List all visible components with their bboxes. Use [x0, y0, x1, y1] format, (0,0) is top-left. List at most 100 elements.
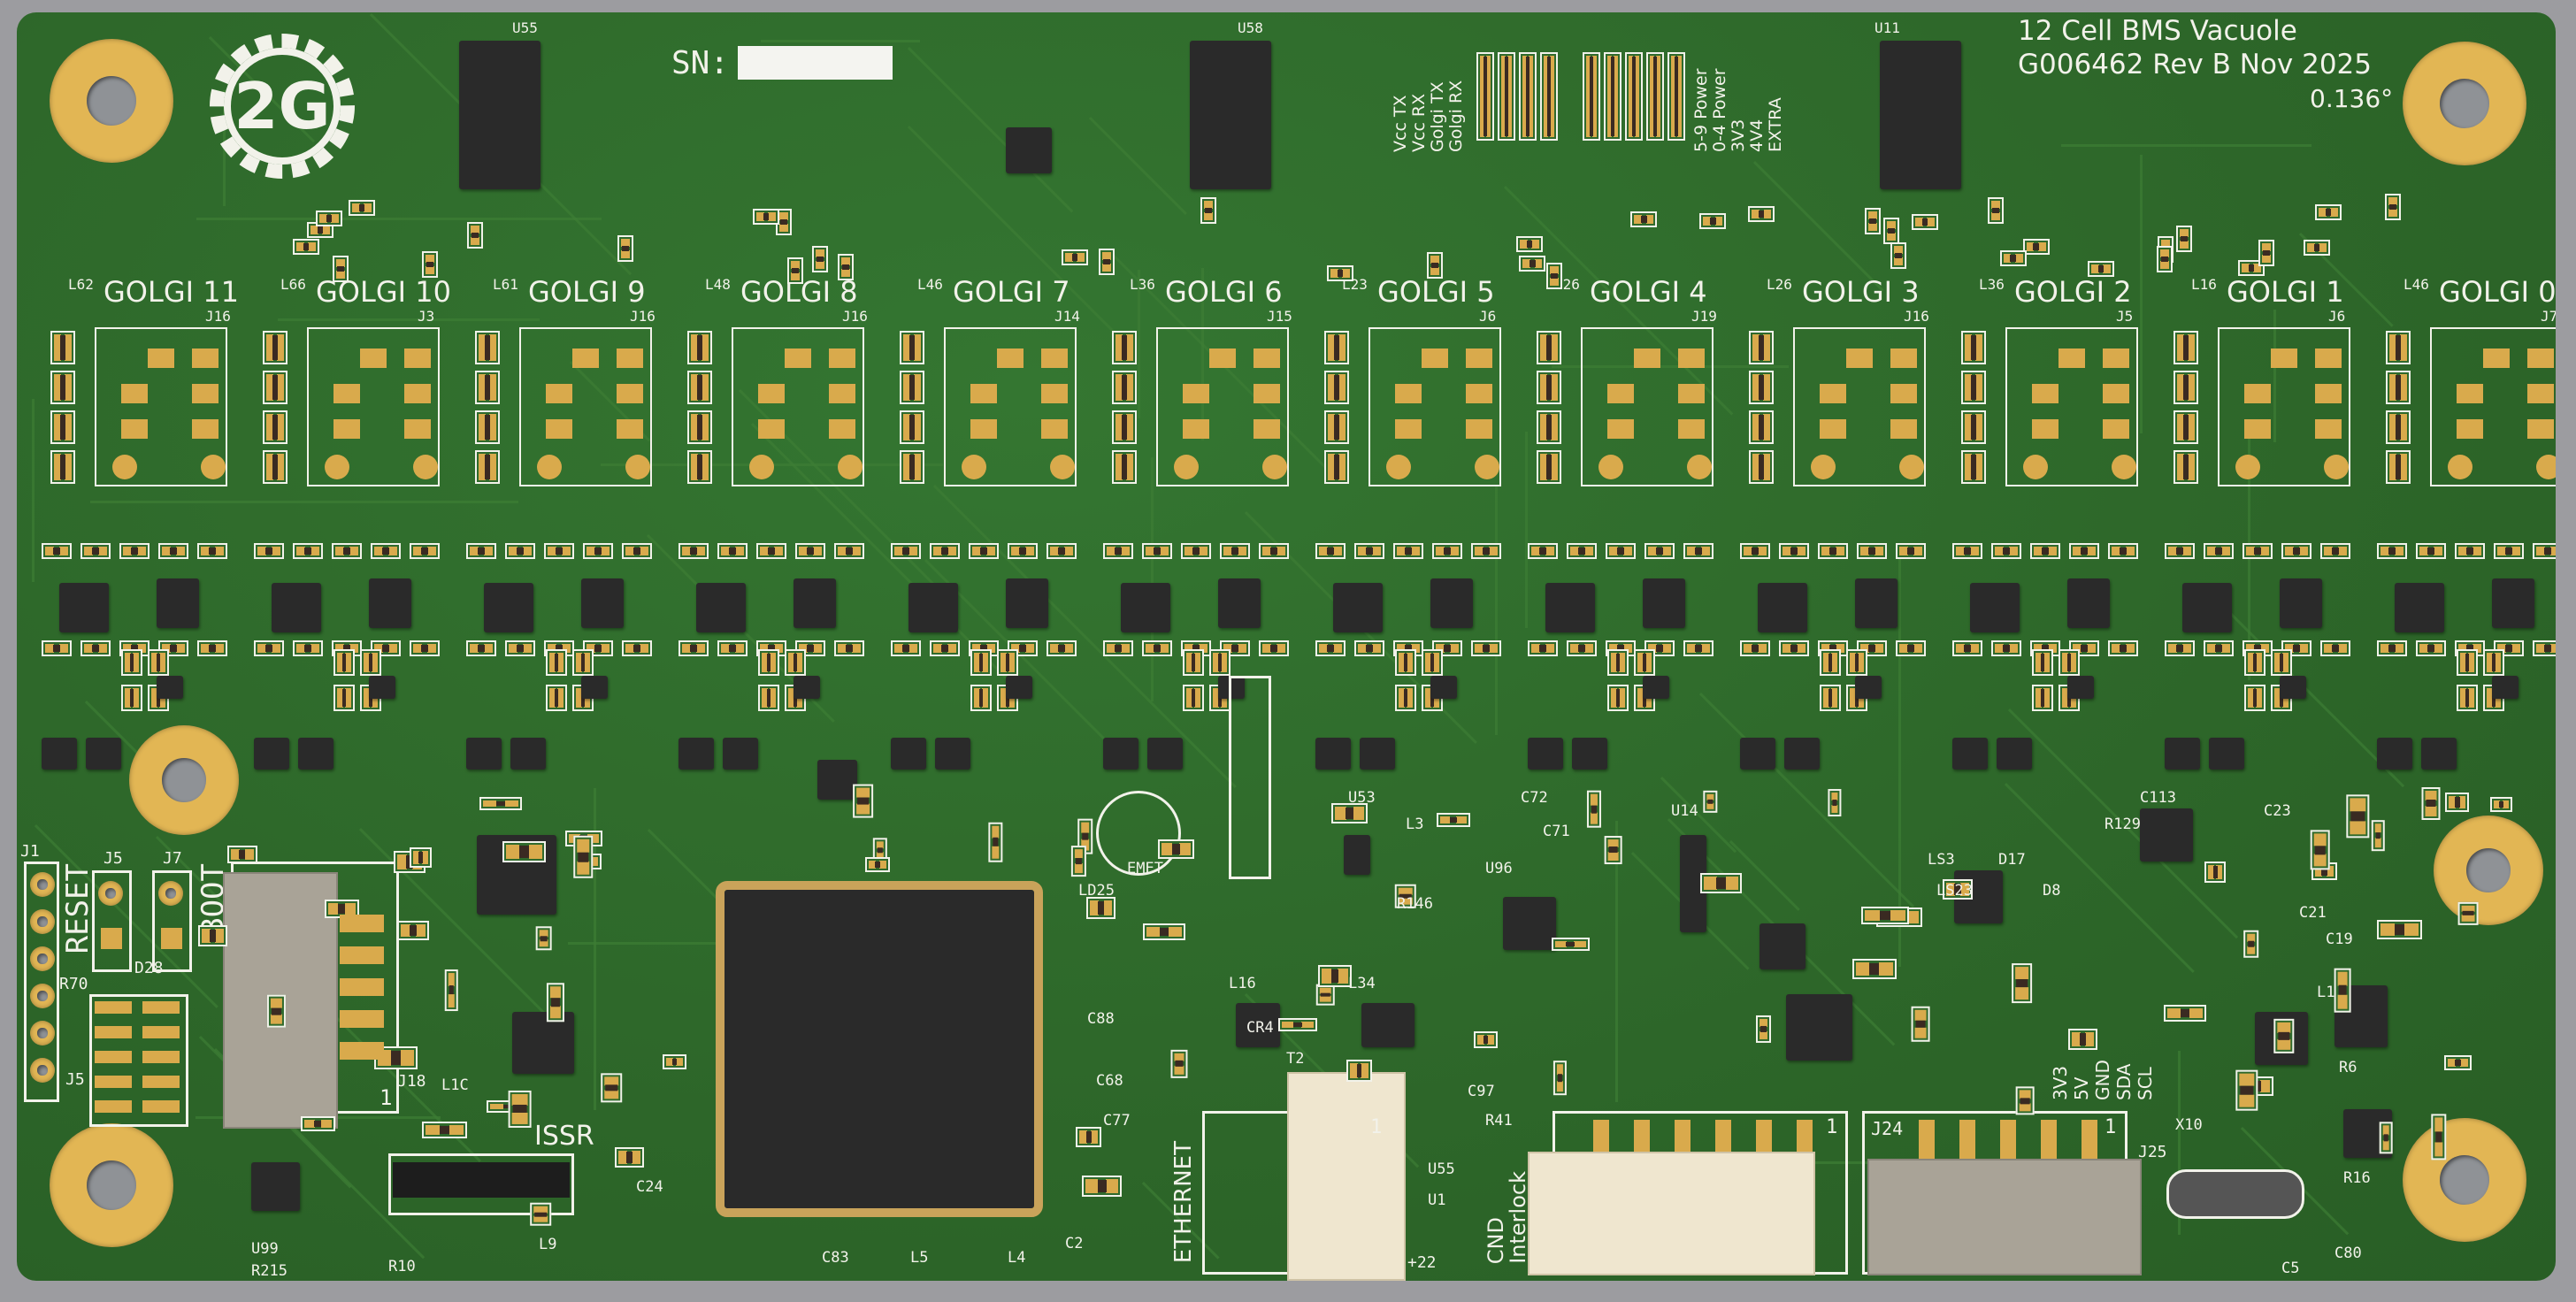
smd-pad: [1914, 1009, 1927, 1022]
smd-component: [2156, 245, 2173, 272]
smd-body: [1868, 645, 1875, 652]
component-ref-label: X10: [2175, 1116, 2203, 1134]
smd-body: [540, 936, 548, 941]
smd-pad: [2207, 547, 2217, 555]
smd-pad: [878, 860, 887, 869]
smd-component: [421, 250, 438, 278]
smd-body: [421, 548, 428, 555]
header-pin: [158, 881, 183, 906]
smd-pad: [1965, 374, 1973, 401]
smd-pad: [1583, 644, 1593, 653]
smd-component: [334, 685, 355, 711]
j7-label: J7: [163, 849, 182, 868]
smd-body: [2097, 265, 2104, 273]
ic-u58: [1190, 41, 1271, 189]
pad: [617, 348, 643, 368]
smd-pad: [175, 644, 185, 653]
pad: [2032, 419, 2058, 439]
smd-body: [337, 265, 345, 272]
interlock-connector[interactable]: [1528, 1152, 1815, 1275]
smd-pad: [1319, 547, 1329, 555]
smd-component: [263, 371, 288, 404]
smd-pad: [2433, 547, 2442, 555]
smd-body: [807, 645, 814, 652]
mounting-hole-bottom-right: [2403, 1118, 2526, 1242]
smd-pad: [2274, 653, 2281, 672]
smd-body: [2183, 375, 2189, 400]
smd-pad: [2350, 821, 2366, 835]
smd-body: [156, 654, 161, 671]
component-ref-label: R6: [2339, 1059, 2358, 1076]
boot-button-header[interactable]: [152, 870, 192, 972]
smd-pad: [488, 454, 496, 480]
smd-pad: [1619, 688, 1625, 708]
smd-component: [1890, 241, 1906, 269]
smd-body: [517, 548, 524, 555]
smd-pad: [2103, 264, 2111, 274]
smd-body: [471, 233, 479, 239]
smd-body: [2010, 255, 2016, 263]
ic-sot: [1952, 738, 1988, 770]
transistor: [794, 676, 820, 699]
smd-body: [1578, 548, 1585, 555]
ic-sot: [1997, 738, 2032, 770]
component-ref-label: C113: [2140, 789, 2176, 807]
smd-component: [2334, 968, 2351, 1013]
smd-body: [2003, 548, 2010, 555]
smd-pad: [2216, 865, 2223, 880]
micro-usb-j25[interactable]: [2166, 1169, 2304, 1219]
issr-connector[interactable]: [393, 1162, 570, 1198]
smd-pad: [276, 374, 284, 401]
smd-pad: [577, 862, 590, 876]
j1-label: J1: [20, 842, 40, 861]
smd-pad: [2374, 838, 2381, 847]
smd-pad: [2433, 644, 2442, 653]
smd-body: [1405, 645, 1412, 652]
smd-pad: [2260, 1079, 2270, 1093]
j24-connector[interactable]: [1867, 1159, 2142, 1275]
smd-pad: [2043, 688, 2050, 708]
ic-driver: [272, 583, 321, 632]
ic-sot: [1572, 738, 1607, 770]
smd-component: [2032, 649, 2053, 676]
smd-pad: [345, 653, 351, 672]
smd-component: [834, 640, 864, 656]
smd-body: [1922, 218, 1928, 226]
pad: [334, 384, 360, 403]
ic: [1503, 897, 1556, 950]
smd-body: [690, 548, 697, 555]
pad: [1607, 384, 1634, 403]
smd-body: [1366, 548, 1373, 555]
smd-pad: [1744, 644, 1753, 653]
pcb-trace: [760, 39, 920, 42]
smd-pad: [1545, 644, 1554, 653]
smd-pad: [2419, 644, 2429, 653]
smd-body: [1828, 689, 1833, 707]
reset-button-header[interactable]: [92, 870, 132, 972]
angle-label: 0.136°: [2310, 84, 2394, 113]
smd-component: [158, 543, 188, 559]
smd-pad: [1146, 926, 1160, 938]
smd-pad: [2187, 334, 2195, 361]
smd-component: [1961, 371, 1986, 404]
connector-pin: [1797, 1120, 1813, 1152]
smd-body: [2351, 811, 2365, 822]
smd-pad: [505, 845, 520, 859]
ethernet-connector[interactable]: [1287, 1072, 1406, 1281]
component-ref-label: C72: [1521, 789, 1548, 807]
smd-pad: [1821, 644, 1831, 653]
smd-body: [1505, 57, 1508, 136]
connector-pin: [340, 915, 384, 932]
smd-body: [272, 455, 278, 479]
smd-component: [1471, 640, 1501, 656]
pad: [1254, 348, 1280, 368]
connector-pin: [340, 978, 384, 996]
jack-footprint: [307, 327, 440, 486]
smd-component: [1082, 1175, 1123, 1198]
inductor-label: L36: [1979, 276, 2005, 293]
smd-component: [1395, 685, 1416, 711]
smd-component: [2386, 371, 2411, 404]
smd-body: [1430, 654, 1435, 671]
smd-pad: [1744, 547, 1753, 555]
